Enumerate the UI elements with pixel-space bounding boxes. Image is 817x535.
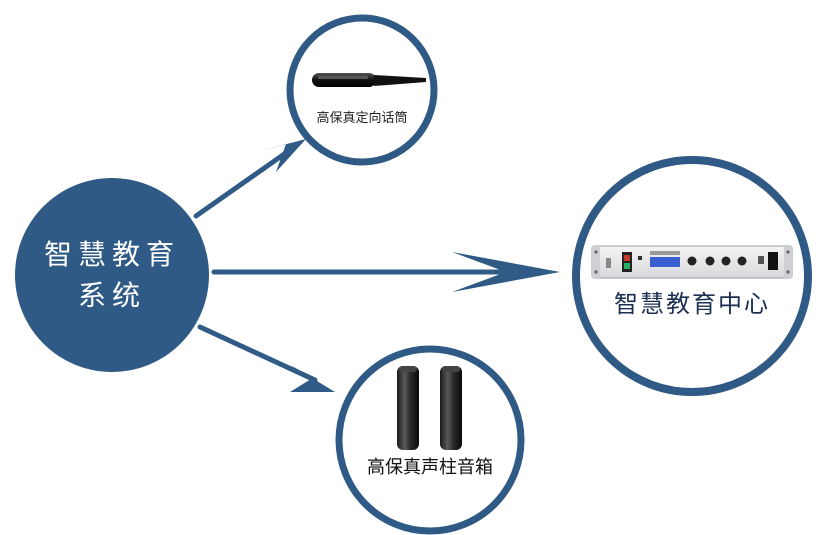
- center-node-subtitle: 系统: [78, 279, 146, 312]
- arrow-to-microphone: [193, 139, 306, 219]
- arrow-to-speakers: [197, 324, 335, 392]
- arrow-to-center: [211, 252, 560, 292]
- education-center-node: 智慧教育中心: [572, 156, 812, 396]
- microphone-label: 高保真定向话筒: [316, 110, 407, 126]
- speakers-label: 高保真声柱音箱: [367, 457, 493, 478]
- rack-controller-icon: [591, 245, 793, 279]
- speakers-node: 高保真声柱音箱: [335, 345, 525, 535]
- microphone-icon: [312, 73, 426, 87]
- education-center-label: 智慧教育中心: [614, 290, 770, 318]
- center-system-node: 智慧教育 系统: [15, 178, 209, 372]
- microphone-node: 高保真定向话筒: [286, 14, 438, 166]
- column-speaker-icon: [397, 366, 462, 450]
- center-node-title: 智慧教育: [44, 238, 180, 271]
